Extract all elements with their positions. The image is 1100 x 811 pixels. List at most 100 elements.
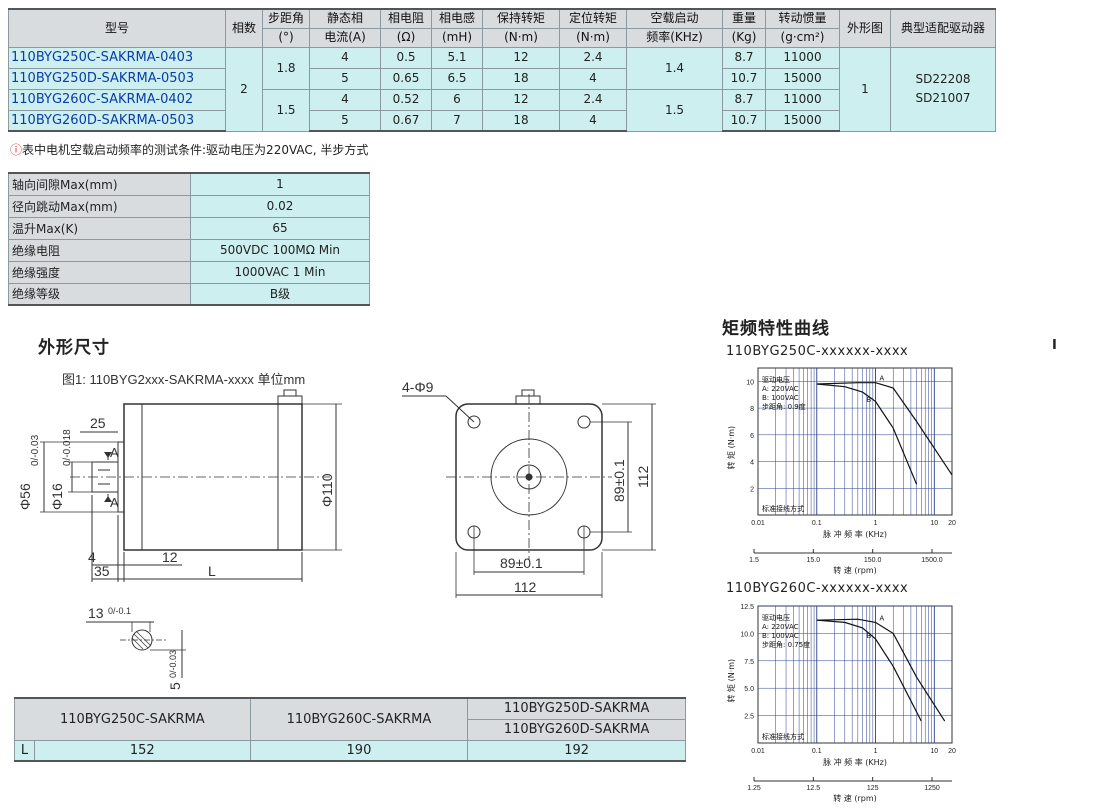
motor-dimension-drawing: 图1: 110BYG2xxx-SAKRMA-xxxx 单位mm A A 25 4…	[17, 372, 656, 690]
x-tick-label: 0.01	[751, 748, 765, 755]
detent-cell: 4	[559, 109, 627, 132]
driver-cell: SD22208 SD21007	[890, 46, 996, 132]
series-line-b	[816, 619, 922, 722]
inductance-cell: 6.5	[431, 67, 483, 90]
header-holding-torque: 保持转矩	[482, 8, 560, 29]
param-value: 65	[190, 216, 370, 240]
detent-cell: 4	[559, 67, 627, 90]
dim-phi56-tol: 0/-0.03	[30, 434, 41, 466]
note-text: 表中电机空载启动频率的测试条件:驱动电压为220VAC, 半步方式	[22, 143, 369, 157]
y-axis-label: 转 矩 (N·m)	[726, 426, 736, 470]
length-row-label: L	[14, 739, 35, 762]
inductance-cell: 5.1	[431, 46, 483, 69]
legend-text: 步距角: 0.9度	[762, 402, 806, 411]
legend-text: 驱动电压	[762, 375, 790, 384]
dim-12: 12	[162, 549, 178, 565]
y-tick-label: 12.5	[740, 604, 754, 611]
resistance-cell: 0.65	[380, 67, 432, 90]
model-cell[interactable]: 110BYG250C-SAKRMA-0403	[8, 46, 226, 69]
y-axis-label: 转 矩 (N·m)	[726, 659, 736, 703]
length-value: 190	[249, 739, 469, 762]
dim-25: 25	[90, 415, 106, 431]
header-step-angle-unit: (°)	[262, 27, 310, 48]
series-line-b	[816, 383, 918, 485]
length-header: 110BYG260C-SAKRMA	[249, 697, 469, 741]
header-freq-unit: 频率(KHz)	[626, 27, 723, 48]
chart-note: 标准接线方式	[762, 732, 804, 741]
table-row: L 152 190 192	[14, 739, 686, 762]
table-row: 径向跳动Max(mm)0.02	[8, 194, 370, 218]
header-weight: 重量	[722, 8, 766, 29]
header-weight-unit: (Kg)	[722, 27, 766, 48]
header-start-freq: 空载启动	[626, 8, 723, 29]
freq-cell: 1.4	[626, 46, 723, 90]
model-cell[interactable]: 110BYG250D-SAKRMA-0503	[8, 67, 226, 90]
param-value: 1000VAC 1 Min	[190, 260, 370, 284]
header-resistance: 相电阻	[380, 8, 432, 29]
secondary-tick-label: 1500.0	[921, 557, 943, 564]
dim-pitch-v: 89±0.1	[611, 459, 627, 502]
edge-mark: I	[1052, 338, 1057, 353]
length-header: 110BYG250D-SAKRMA	[467, 697, 686, 720]
section-marker-a: A	[110, 495, 119, 510]
curve-name: 110BYG250C-xxxxxx-xxxx	[726, 344, 909, 359]
series-label: B	[867, 397, 872, 404]
inductance-cell: 7	[431, 109, 483, 132]
table-row: 110BYG250C-SAKRMA-0403 2 1.8 4 0.5 5.1 1…	[8, 46, 996, 132]
secondary-tick-label: 15.0	[807, 557, 821, 564]
current-cell: 4	[309, 46, 381, 69]
detent-cell: 2.4	[559, 46, 627, 69]
header-detent-unit: (N·m)	[559, 27, 627, 48]
y-tick-label: 8	[750, 406, 754, 413]
legend-text: B: 100VAC	[762, 632, 799, 640]
holding-cell: 12	[482, 46, 560, 69]
dim-key13-tol: 0/-0.1	[108, 606, 131, 616]
phases-cell: 2	[225, 46, 263, 132]
header-current-unit: 电流(A)	[309, 27, 381, 48]
param-key: 轴向间隙Max(mm)	[8, 172, 191, 196]
legend-text: 步距角: 0.75度	[762, 640, 810, 649]
header-current: 静态相	[309, 8, 381, 29]
header-phases: 相数	[225, 8, 263, 48]
curves-title: 矩频特性曲线	[722, 319, 830, 339]
dim-side: 112	[514, 579, 537, 595]
y-tick-label: 2.5	[744, 714, 754, 721]
table-row: 轴向间隙Max(mm)1	[8, 172, 370, 196]
legend-text: A: 220VAC	[762, 623, 799, 631]
header-driver: 典型适配驱动器	[890, 8, 996, 48]
secondary-tick-label: 125	[867, 785, 879, 792]
dimensions-title: 外形尺寸	[38, 338, 110, 358]
table-row: 温升Max(K)65	[8, 216, 370, 240]
front-view: 4-Φ9 89±0.1 112 89±0.1 112	[402, 379, 656, 598]
secondary-tick-label: 1250	[924, 785, 940, 792]
model-cell[interactable]: 110BYG260C-SAKRMA-0402	[8, 88, 226, 111]
dim-key5-tol: 0/-0.03	[168, 650, 178, 678]
x-tick-label: 20	[948, 520, 956, 527]
param-value: B级	[190, 282, 370, 306]
param-key: 径向跳动Max(mm)	[8, 194, 191, 218]
plot-frame	[757, 367, 953, 516]
model-cell[interactable]: 110BYG260D-SAKRMA-0503	[8, 109, 226, 132]
side-view: A A 25 4 12 35 L Φ56 0/-0.03 Φ16 0/-0.01…	[17, 389, 342, 582]
test-condition-note: ⓘ表中电机空载启动频率的测试条件:驱动电压为220VAC, 半步方式	[10, 141, 368, 158]
freq-cell: 1.5	[626, 88, 723, 132]
series-line-a	[816, 382, 953, 476]
weight-cell: 8.7	[722, 88, 766, 111]
spec-table: 型号 相数 步距角 静态相 相电阻 相电感 保持转矩 定位转矩 空载启动 重量 …	[8, 8, 996, 132]
param-key: 绝缘电阻	[8, 238, 191, 262]
x-axis-label: 脉 冲 频 率 (KHz)	[823, 757, 887, 767]
dim-phi110: Φ110	[319, 473, 335, 507]
holding-cell: 18	[482, 109, 560, 132]
x-tick-label: 20	[948, 748, 956, 755]
param-key: 绝缘强度	[8, 260, 191, 284]
y-tick-label: 7.5	[744, 659, 754, 666]
length-header: 110BYG260D-SAKRMA	[467, 718, 686, 741]
detent-cell: 2.4	[559, 88, 627, 111]
holding-cell: 18	[482, 67, 560, 90]
inertia-cell: 15000	[765, 109, 840, 132]
secondary-tick-label: 1.25	[747, 785, 761, 792]
x-tick-label: 10	[930, 748, 938, 755]
